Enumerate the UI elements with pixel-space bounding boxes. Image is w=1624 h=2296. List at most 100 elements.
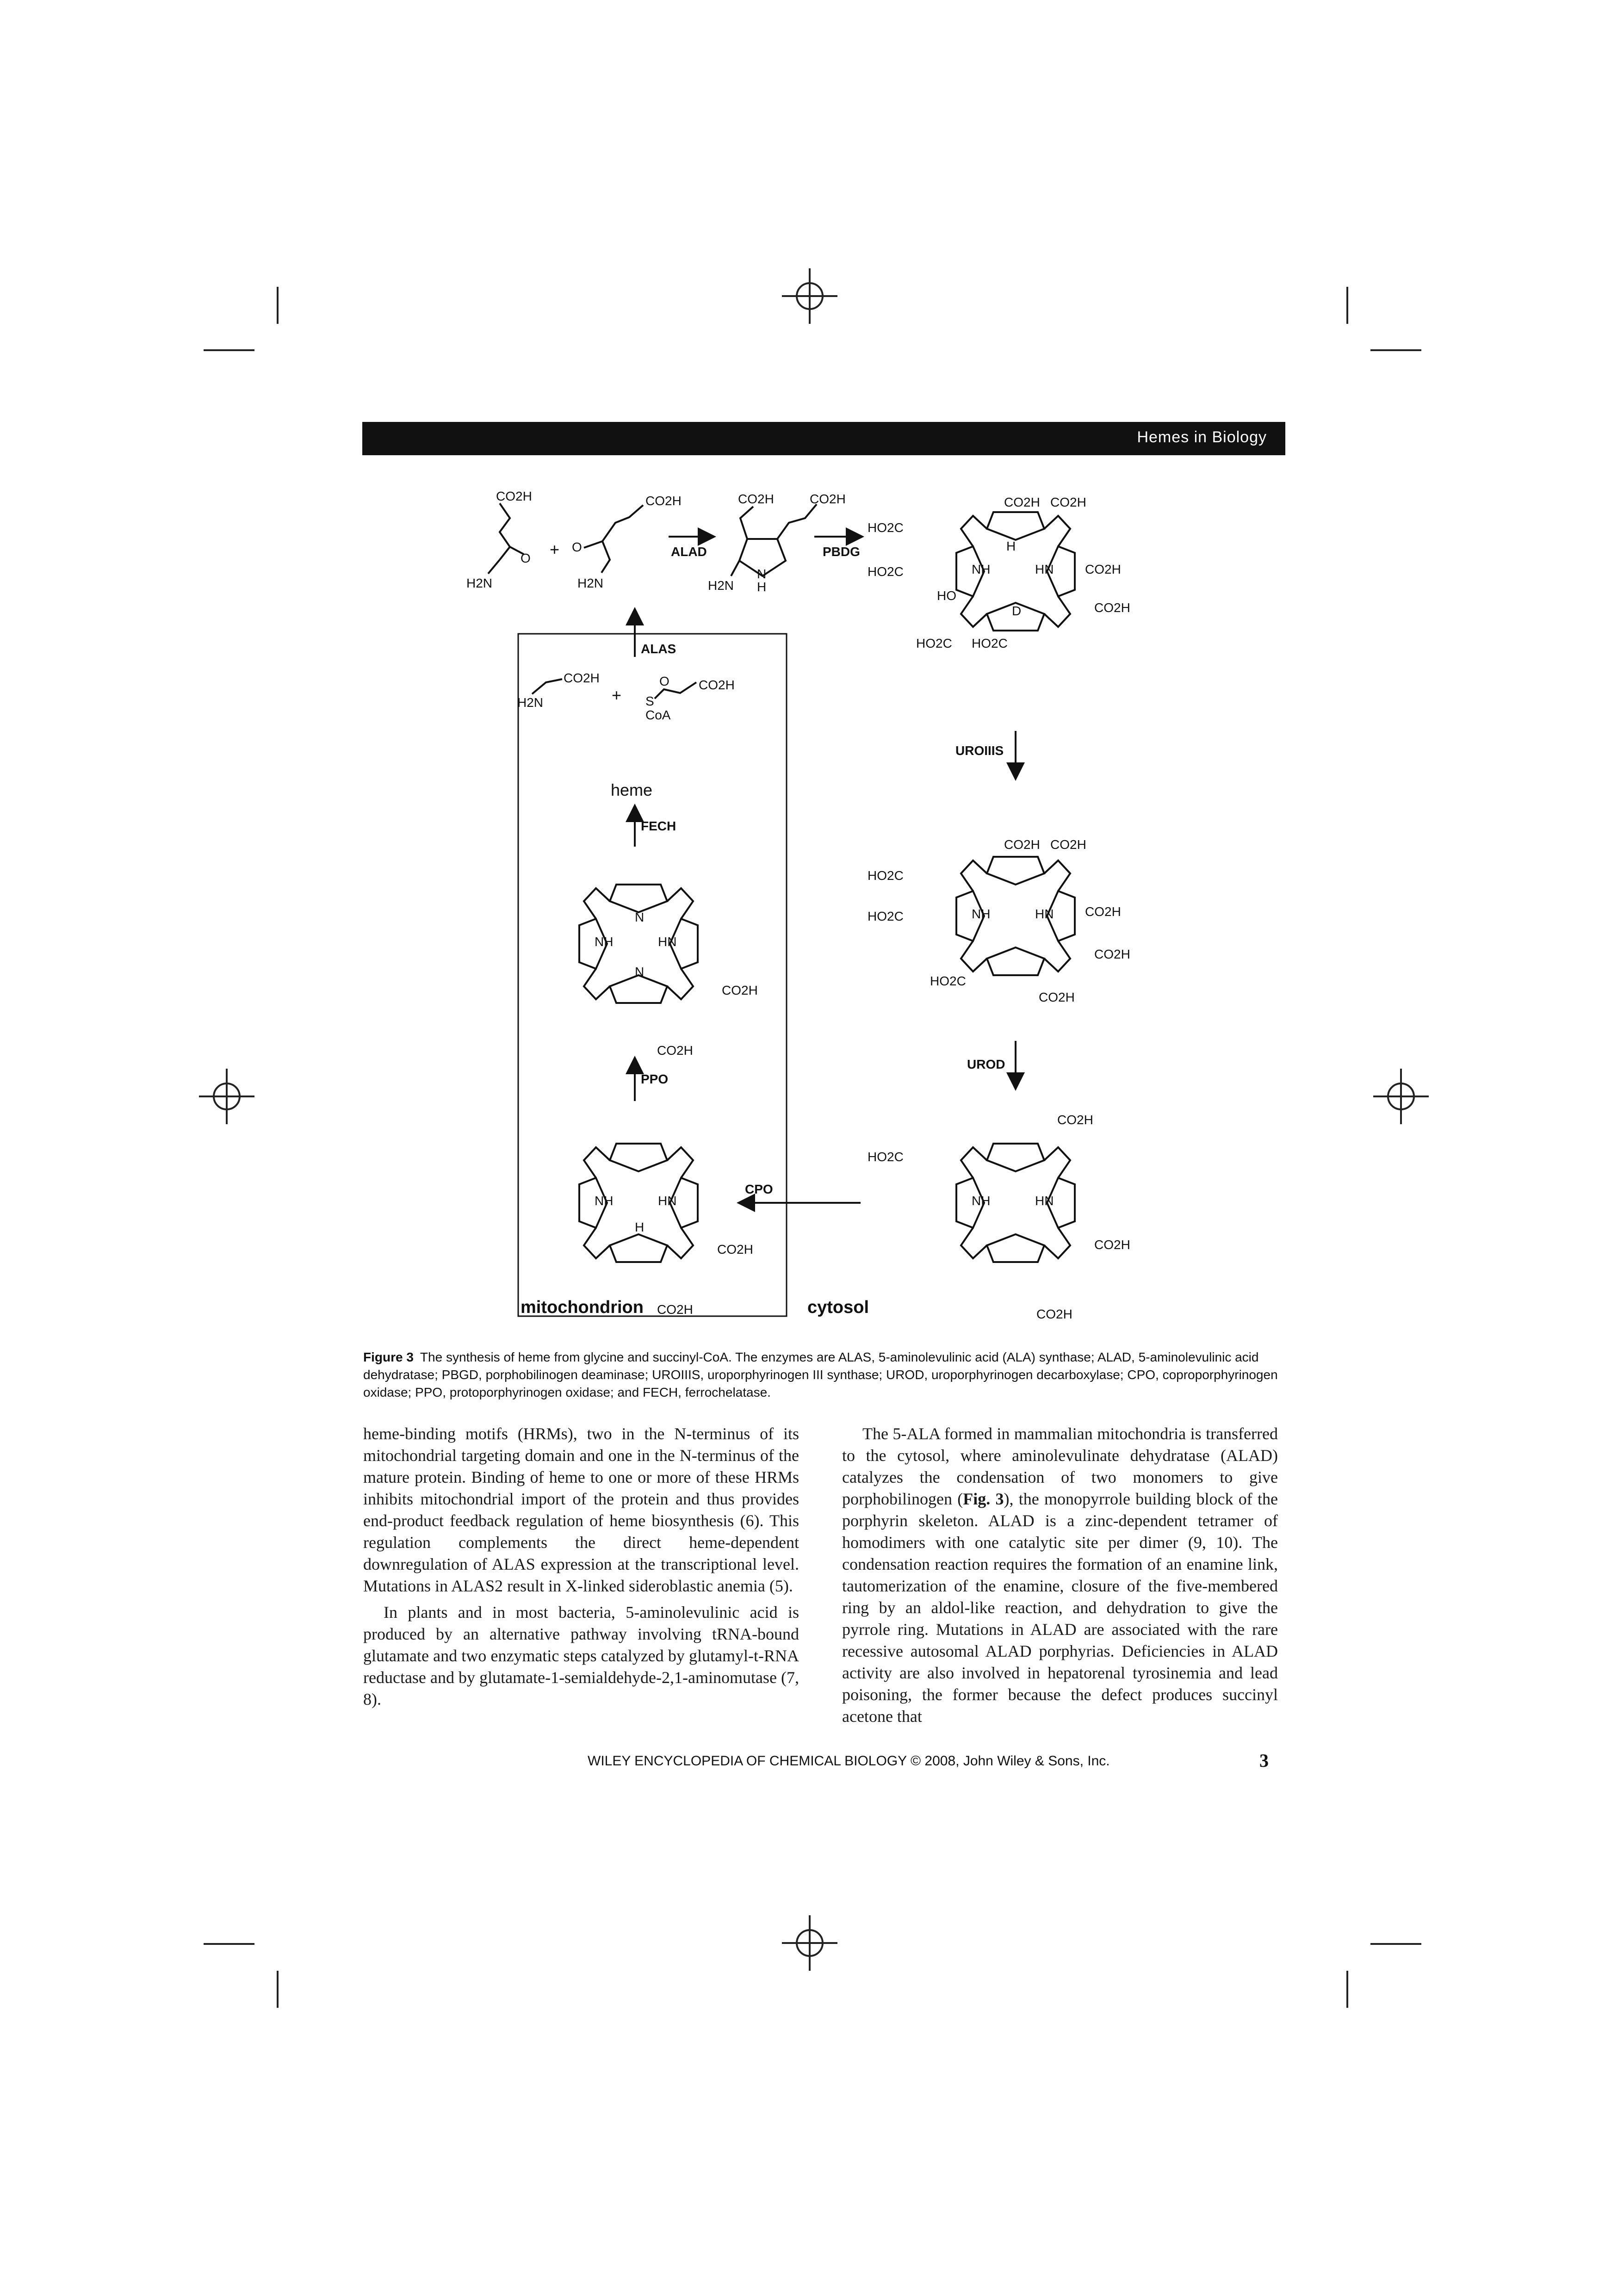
h2n-label: H2N [517,695,543,710]
co2h-label: CO2H [810,492,846,506]
co2h-label: CO2H [564,671,600,685]
h2n-label: H2N [708,578,734,593]
mitochondrion-label: mitochondrion [521,1298,644,1317]
nh-label: NH [972,907,990,921]
co2h-label: CO2H [1094,947,1130,961]
o-label: O [659,674,669,688]
succinyl-coa-molecule: O CO2H S CoA [645,674,735,722]
registration-mark-icon [1373,1069,1429,1124]
crop-mark [1370,1943,1421,1945]
nh-label: NH [972,562,990,576]
co2h-label: CO2H [722,983,758,997]
n-label: N [757,567,766,581]
figure-label: Figure 3 [363,1350,414,1364]
footer-copyright: WILEY ENCYCLOPEDIA OF CHEMICAL BIOLOGY ©… [588,1753,1110,1769]
nh-label: NH [595,1194,613,1208]
crop-mark [1346,287,1348,324]
h2n-label: H2N [577,576,603,590]
co2h-label: CO2H [1039,990,1075,1004]
n-label: N [635,910,644,924]
co2h-label: CO2H [657,1043,693,1058]
crop-mark [1346,1971,1348,2008]
registration-mark-icon [782,268,837,324]
paragraph-text: ), the monopyrrole building block of the… [842,1490,1278,1726]
crop-mark [204,1943,254,1945]
o-label: O [572,540,582,554]
body-column-left: heme-binding motifs (HRMs), two in the N… [363,1423,799,1710]
ho2c-label: HO2C [972,636,1008,650]
heme-label: heme [611,780,652,799]
h-label: H [757,580,766,594]
paragraph-text: The 5-ALA formed in mammalian mitochondr… [842,1424,1278,1508]
co2h-label: CO2H [1094,600,1130,615]
enzyme-label-fech: FECH [641,819,676,833]
o-label: O [521,551,531,565]
co2h-label: CO2H [645,494,682,508]
hn-label: HN [1035,562,1054,576]
n-label: H [1006,539,1016,553]
crop-mark [1370,349,1421,351]
paragraph: heme-binding motifs (HRMs), two in the N… [363,1424,799,1595]
ho2c-label: HO2C [916,636,952,650]
coa-label: CoA [645,708,671,722]
n-label: N [635,965,644,979]
figure-reference-link[interactable]: Fig. 3 [963,1490,1004,1508]
coproporphyrinogen-iii-molecule: CO2H HO2C NH HN CO2H CO2H [868,1113,1130,1321]
protoporphyrinogen-ix-molecule: NH HN H CO2H CO2H [578,1143,753,1317]
h2n-label: H2N [466,576,492,590]
ho2c-label: HO2C [868,1150,904,1164]
s-label: S [645,694,654,708]
hn-label: HN [1035,907,1054,921]
ho2c-label: HO2C [868,868,904,883]
caption-text: The synthesis of heme from glycine and s… [363,1350,1278,1399]
nh-label: NH [595,934,613,949]
ala-molecule: CO2H O H2N [466,489,532,590]
ring-d-label: D [1012,604,1021,618]
ho2c-label: HO2C [868,520,904,535]
ho-label: HO [937,588,956,603]
body-column-right: The 5-ALA formed in mammalian mitochondr… [842,1423,1278,1727]
crop-mark [204,349,254,351]
plus-sign: + [612,686,621,705]
registration-mark-icon [199,1069,254,1124]
co2h-label: CO2H [1085,562,1121,576]
ala-molecule: O CO2H H2N [572,494,682,590]
co2h-label: CO2H [1036,1307,1072,1321]
mitochondrion-compartment [517,633,787,1317]
co2h-label: CO2H [717,1242,753,1256]
hn-label: HN [658,1194,676,1208]
nh-label: NH [972,1194,990,1208]
co2h-label: CO2H [1057,1113,1093,1127]
plus-sign: + [550,540,559,559]
hn-label: HN [1035,1194,1054,1208]
enzyme-label-alas: ALAS [641,642,676,656]
paragraph: The 5-ALA formed in mammalian mitochondr… [842,1423,1278,1727]
hn-label: HN [658,934,676,949]
protoporphyrin-ix-molecule: N NH HN N CO2H CO2H [578,884,758,1058]
page-number: 3 [1259,1750,1269,1771]
enzyme-label-alad: ALAD [671,545,707,559]
enzyme-label-cpo: CPO [745,1182,773,1196]
enzyme-label-urod: UROD [967,1057,1005,1071]
glycine-molecule: CO2H H2N [517,671,600,710]
running-title: Hemes in Biology [1137,428,1267,446]
ho2c-label: HO2C [930,974,966,988]
crop-mark [277,287,279,324]
enzyme-label-pbdg: PBDG [823,545,860,559]
cytosol-label: cytosol [807,1298,869,1317]
co2h-label: CO2H [496,489,532,503]
ho2c-label: HO2C [868,564,904,579]
heme-synthesis-figure: CO2H O H2N + O CO2H H2N ALAD CO2H CO2H H… [466,489,1130,1321]
co2h-label: CO2H [1050,495,1086,509]
co2h-label: CO2H [1094,1238,1130,1252]
co2h-label: CO2H [657,1302,693,1317]
registration-mark-icon [782,1915,837,1971]
co2h-label: CO2H [1004,837,1040,852]
uroporphyrinogen-iii-molecule: CO2H CO2H HO2C HO2C CO2H CO2H NH HN HO2C… [868,837,1130,1004]
enzyme-label-ppo: PPO [641,1072,668,1086]
co2h-label: CO2H [699,678,735,692]
co2h-label: CO2H [738,492,774,506]
co2h-label: CO2H [1085,904,1121,919]
ho2c-label: HO2C [868,909,904,923]
